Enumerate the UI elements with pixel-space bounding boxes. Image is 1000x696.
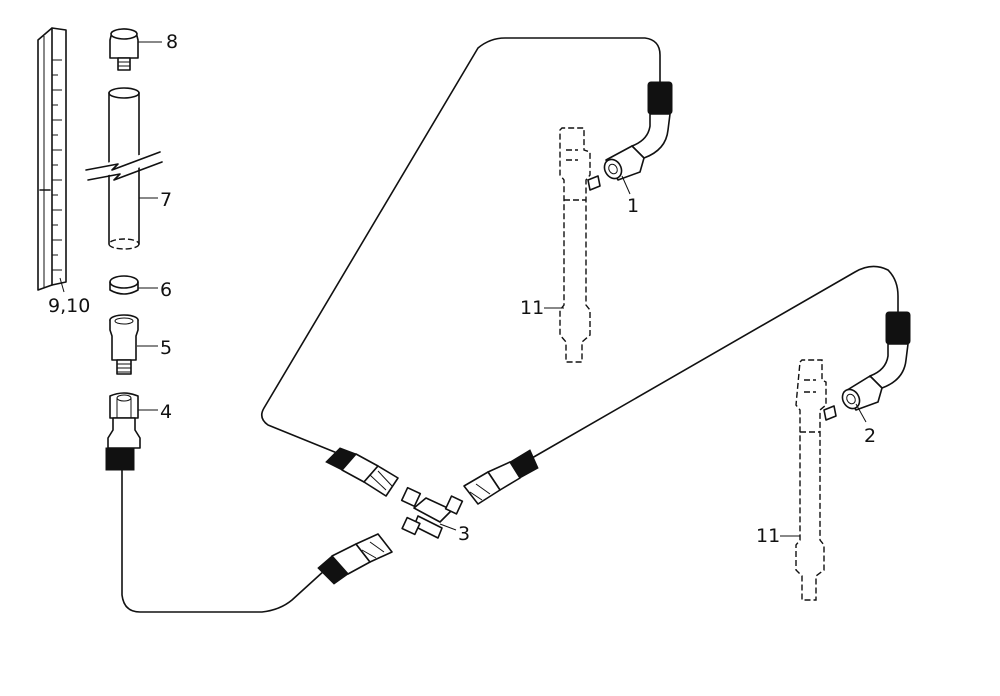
leader-lines [59,175,867,537]
injector-2 [795,359,837,601]
injector-1 [559,127,601,363]
label-item-2: 2 [864,425,876,447]
injector-line-elbow-2 [841,311,911,411]
seal-ring [109,275,158,295]
label-item-6: 6 [160,279,172,301]
pipe-to-injector-1 [260,37,661,456]
injector-line-elbow-1 [603,81,673,181]
glass-tube [85,87,163,250]
fitting-lower [317,533,393,585]
union-nut [105,392,158,471]
label-item-7: 7 [160,189,172,211]
adapter [109,314,158,375]
label-item-5: 5 [160,337,172,359]
label-item-11-lower: 11 [756,525,780,547]
pipe-to-manometer [121,467,326,613]
pipe-to-injector-2 [531,265,899,459]
label-item-4: 4 [160,401,172,423]
label-item-11-upper: 11 [520,297,544,319]
graduated-scale [37,27,67,291]
label-item-9-10: 9,10 [48,295,90,317]
label-item-8: 8 [166,31,178,53]
cap [109,28,162,71]
label-item-1: 1 [627,195,639,217]
fitting-upper-right [463,449,539,505]
label-item-3: 3 [458,523,470,545]
fitting-upper-left [325,447,399,497]
cross-fitting [400,486,464,539]
